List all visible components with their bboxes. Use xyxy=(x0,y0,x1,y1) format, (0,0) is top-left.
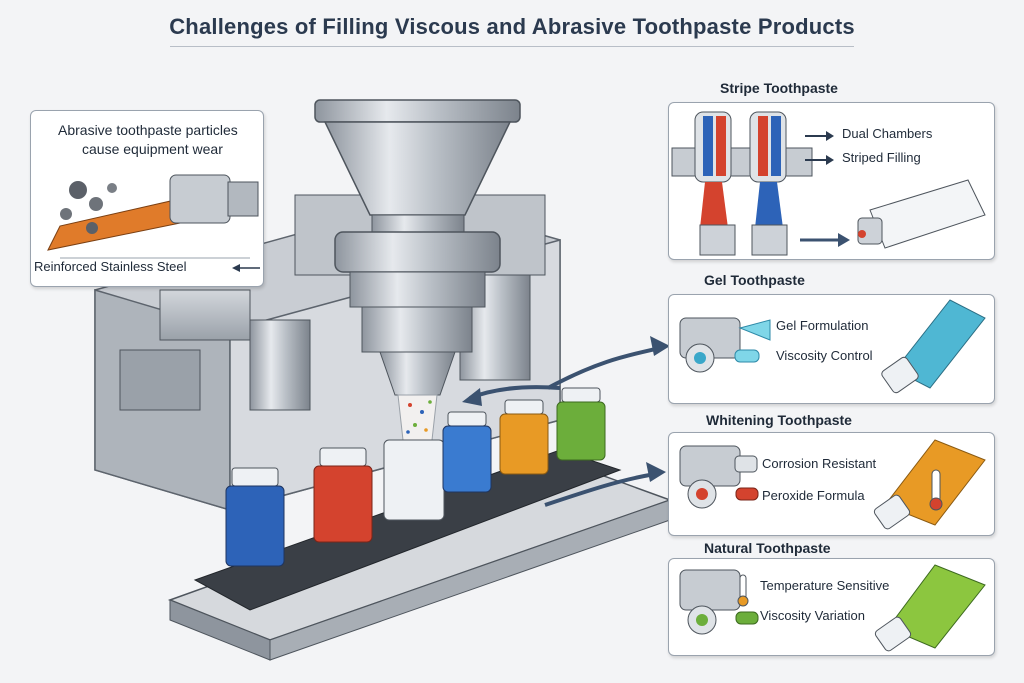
gel-label-1: Gel Formulation xyxy=(776,318,869,333)
callout-text-line2: cause equipment wear xyxy=(82,141,223,157)
panel-title-natural: Natural Toothpaste xyxy=(704,540,831,556)
bottle-red xyxy=(313,447,373,543)
stripe-label-1: Dual Chambers xyxy=(842,126,933,141)
panel-stripe xyxy=(668,102,995,260)
page-title: Challenges of Filling Viscous and Abrasi… xyxy=(169,14,855,39)
callout-material-label: Reinforced Stainless Steel xyxy=(34,259,187,274)
panel-whitening xyxy=(668,432,995,536)
stripe-label-2: Striped Filling xyxy=(842,150,921,165)
bottle-blue-small xyxy=(442,411,492,493)
natural-label-1: Temperature Sensitive xyxy=(760,578,890,593)
natural-label-2: Viscosity Variation xyxy=(760,608,866,623)
bottle-blue xyxy=(225,467,285,567)
panel-title-gel: Gel Toothpaste xyxy=(704,272,805,288)
title-divider xyxy=(170,46,854,47)
bottle-green xyxy=(556,387,606,461)
gel-label-2: Viscosity Control xyxy=(776,348,873,363)
panel-title-whitening: Whitening Toothpaste xyxy=(706,412,852,428)
callout-text-line1: Abrasive toothpaste particles xyxy=(58,122,238,138)
whitening-label-1: Corrosion Resistant xyxy=(762,456,877,471)
panel-natural xyxy=(668,558,995,656)
bottle-orange xyxy=(499,399,549,475)
bottle-white xyxy=(383,439,445,521)
panel-title-stripe: Stripe Toothpaste xyxy=(720,80,838,96)
whitening-label-2: Peroxide Formula xyxy=(762,488,865,503)
